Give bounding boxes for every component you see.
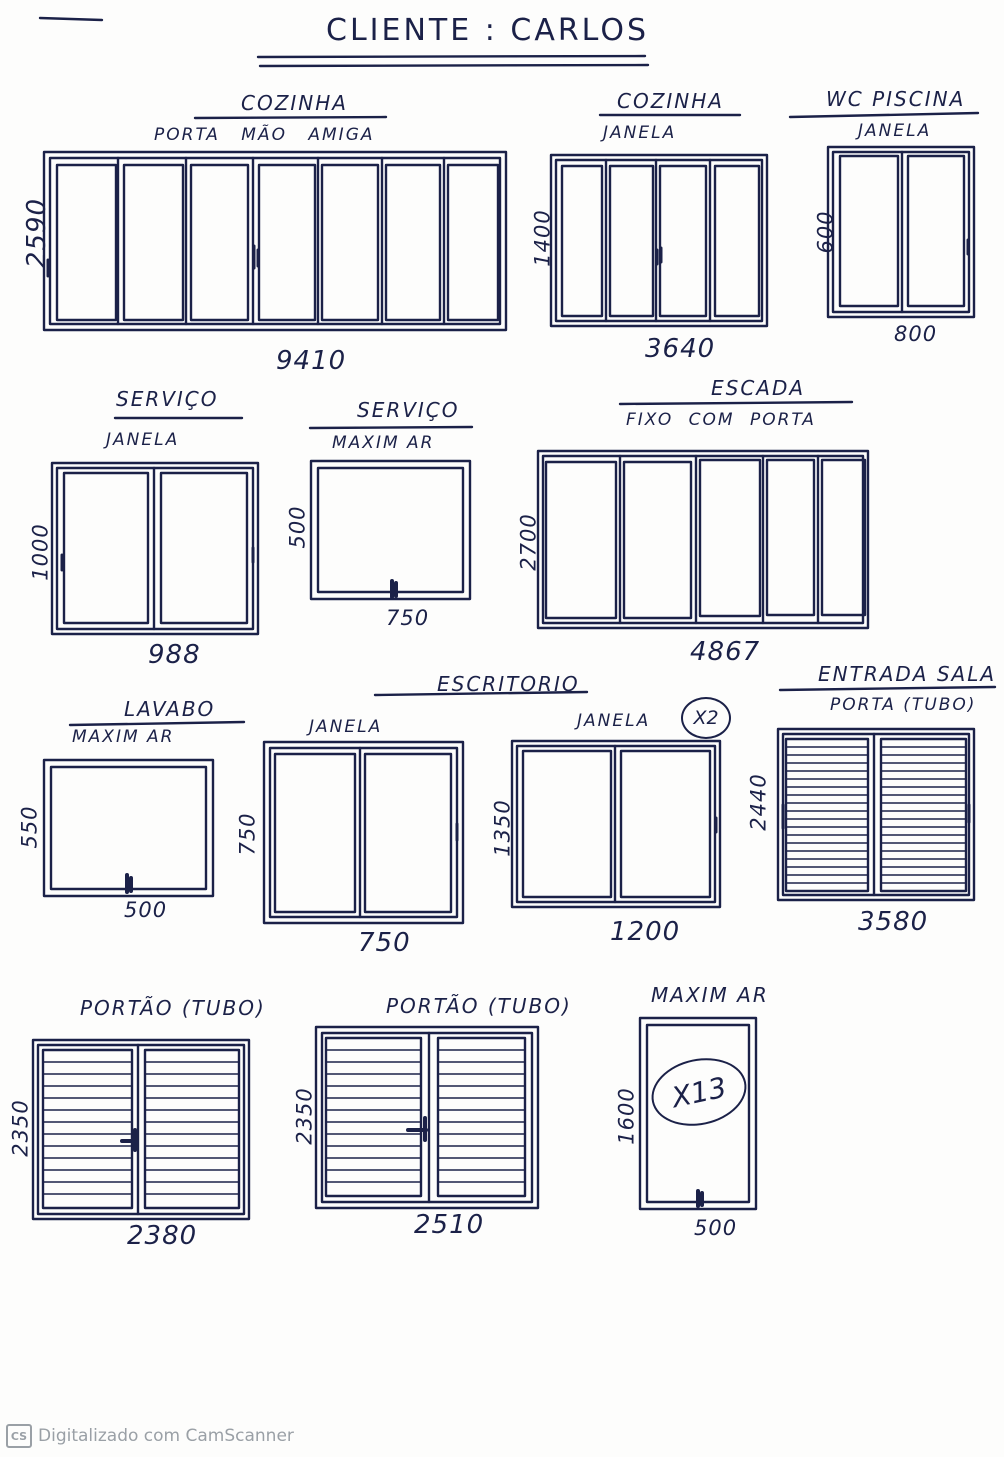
camscanner-text: Digitalizado com CamScanner (38, 1426, 294, 1446)
label-cozinha-janela: JANELA (603, 123, 677, 143)
drawing-wc-janela (826, 145, 976, 319)
height-lavabo-maximar: 550 (17, 805, 42, 849)
label-maximar-x13: MAXIM AR (651, 983, 769, 1007)
height-maximar-x13: 1600 (614, 1087, 639, 1145)
label-lavabo-maximar: MAXIM AR (72, 727, 175, 747)
drawing-portao-2 (314, 1025, 540, 1210)
client-title: CLIENTE : CARLOS (326, 13, 649, 48)
label-escada: ESCADA (711, 376, 806, 400)
drawing-servico-maximar (309, 459, 472, 601)
width-escritorio-janela-2: 1200 (610, 917, 681, 947)
width-escada: 4867 (690, 637, 761, 667)
drawing-portao-1 (31, 1038, 251, 1221)
height-cozinha-janela: 1400 (530, 209, 555, 267)
height-escritorio-janela-2: 1350 (490, 799, 515, 857)
height-escritorio-janela-1: 750 (235, 812, 260, 856)
height-portao-1: 2350 (8, 1099, 33, 1157)
label-escritorio-janela-1: JANELA (309, 717, 383, 737)
drawing-lavabo-maximar (42, 758, 215, 898)
drawing-escada (536, 449, 870, 630)
label-portao-tubo-1: PORTÃO (TUBO) (80, 996, 266, 1020)
label-entrada-porta-tubo: PORTA (TUBO) (830, 695, 977, 715)
width-portao-1: 2380 (127, 1221, 198, 1251)
height-wc-janela: 600 (813, 210, 838, 254)
label-escritorio: ESCRITORIO (437, 672, 580, 696)
label-cozinha-2: COZINHA (617, 89, 724, 113)
label-servico-1: SERVIÇO (116, 387, 219, 411)
label-cozinha-1: COZINHA (241, 91, 348, 115)
width-entrada-porta: 3580 (858, 907, 929, 937)
label-servico-2: SERVIÇO (357, 398, 460, 422)
stray-mark (38, 16, 104, 22)
label-wc-janela: JANELA (858, 121, 932, 141)
label-servico-janela: JANELA (106, 430, 180, 450)
width-wc-janela: 800 (894, 322, 938, 346)
drawing-cozinha-porta (42, 150, 508, 332)
drawing-servico-janela (50, 461, 260, 636)
camscanner-watermark: CS Digitalizado com CamScanner (6, 1424, 294, 1448)
height-escada: 2700 (516, 513, 541, 571)
label-wc-piscina: WC PISCINA (826, 87, 966, 111)
label-fixo-com-porta: FIXO COM PORTA (626, 410, 816, 430)
label-escritorio-janela-2: JANELA (577, 711, 651, 731)
drawing-maximar-x13 (638, 1016, 758, 1211)
width-servico-janela: 988 (148, 640, 201, 670)
width-lavabo-maximar: 500 (124, 898, 168, 922)
width-cozinha-janela: 3640 (645, 334, 716, 364)
label-servico-maximar: MAXIM AR (332, 433, 435, 453)
drawing-cozinha-janela (549, 153, 769, 328)
height-servico-janela: 1000 (28, 523, 53, 581)
quantity-badge-x2: X2 (681, 697, 731, 739)
camscanner-logo: CS (6, 1424, 32, 1448)
title-underline-1 (256, 54, 647, 59)
width-cozinha-porta: 9410 (276, 346, 347, 376)
title-underline-2 (258, 63, 650, 68)
drawing-escritorio-janela-1 (262, 740, 465, 925)
width-servico-maximar: 750 (386, 606, 430, 630)
width-maximar-x13: 500 (694, 1216, 738, 1240)
quantity-x2-text: X2 (693, 707, 719, 729)
label-lavabo: LAVABO (124, 697, 216, 721)
height-servico-maximar: 500 (285, 505, 310, 549)
drawing-entrada-porta (776, 727, 976, 902)
width-escritorio-janela-1: 750 (358, 928, 411, 958)
label-entrada-sala: ENTRADA SALA (818, 662, 997, 686)
label-portao-tubo-2: PORTÃO (TUBO) (386, 994, 572, 1018)
drawing-escritorio-janela-2 (510, 739, 722, 909)
height-entrada-porta: 2440 (746, 773, 771, 831)
width-portao-2: 2510 (414, 1210, 485, 1240)
height-portao-2: 2350 (292, 1087, 317, 1145)
quantity-x13-text: X13 (668, 1070, 730, 1114)
height-cozinha-porta: 2590 (22, 197, 53, 269)
label-porta-mao-amiga: PORTA MÃO AMIGA (154, 125, 375, 145)
